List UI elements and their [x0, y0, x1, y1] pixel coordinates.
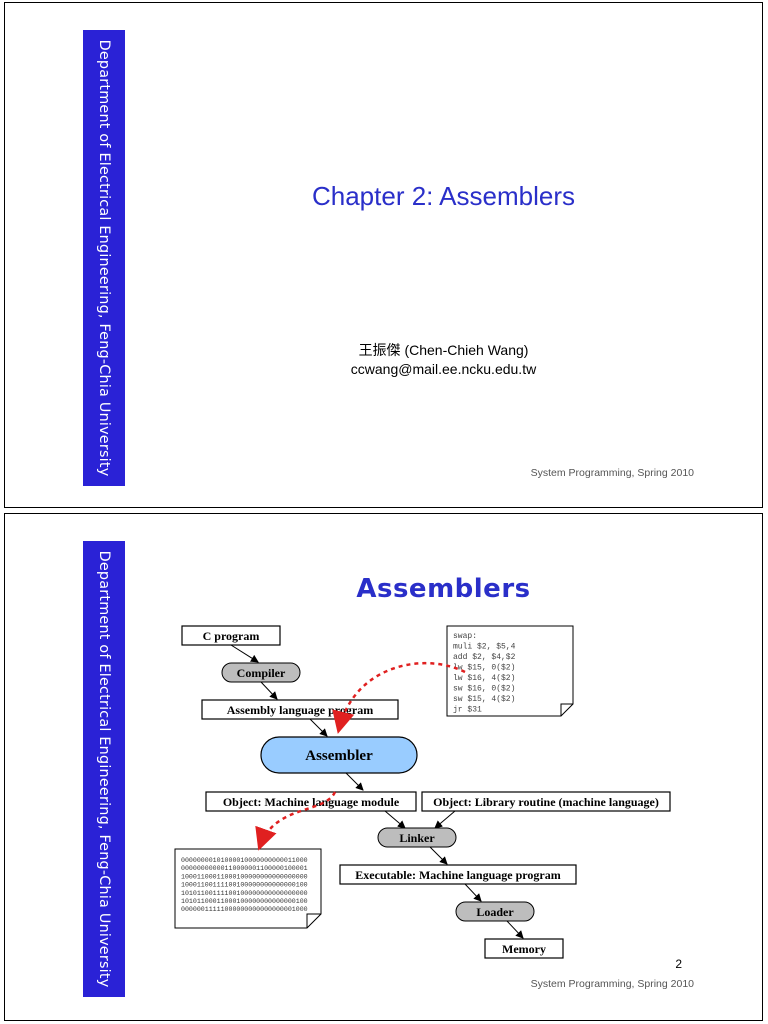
linker-pill — [377, 827, 457, 848]
arrow-assembly-to-assembler — [309, 718, 328, 737]
asm-code-line: swap: — [453, 632, 477, 641]
loader-pill — [455, 901, 535, 922]
slide-2: Department of Electrical Engineering, Fe… — [4, 513, 763, 1021]
memory-label: Memory — [502, 942, 546, 956]
slide-1: Department of Electrical Engineering, Fe… — [4, 2, 763, 508]
slide-title: Assemblers — [356, 574, 531, 604]
arrow-library-to-linker — [434, 810, 456, 829]
arrow-linker-to-executable — [429, 846, 448, 865]
footer-course: System Programming, Spring 2010 — [530, 978, 694, 990]
binary-code-line: 10101100111100100000000000000000 — [181, 890, 308, 897]
arrow-compiler-to-assembly — [260, 681, 278, 700]
assembler-node — [260, 736, 418, 774]
asm-code-line: lw $15, 0($2) — [453, 664, 515, 673]
sidebar-banner: Department of Electrical Engineering, Fe… — [83, 541, 125, 997]
compiler-label: Compiler — [237, 666, 286, 680]
sidebar-department-text: Department of Electrical Engineering, Fe… — [96, 39, 112, 477]
object-library-label: Object: Library routine (machine languag… — [433, 795, 659, 809]
binary-code-line: 10001100111100100000000000000100 — [181, 882, 308, 889]
memory-box — [484, 938, 564, 959]
loader-label: Loader — [476, 905, 514, 919]
author-name: 王振傑 (Chen-Chieh Wang) — [358, 342, 529, 358]
dashed-arrow-object-to-binary — [255, 791, 337, 851]
asm-code-line: add $2, $4,$2 — [453, 653, 516, 662]
page-number: 2 — [675, 957, 682, 971]
arrow-loader-to-memory — [506, 920, 524, 939]
assembler-flow-diagram: C program Compiler Assembly language pro… — [174, 625, 671, 959]
asm-code-line: sw $15, 4($2) — [453, 695, 515, 704]
binary-code-note: 0000000010100001000000000001100000000000… — [174, 848, 322, 929]
executable-label: Executable: Machine language program — [355, 868, 560, 882]
binary-code-line: 00000011111000000000000000001000 — [181, 906, 308, 913]
assembler-label: Assembler — [305, 748, 373, 764]
footer-course: System Programming, Spring 2010 — [530, 467, 694, 479]
asm-code-line: lw $16, 4($2) — [453, 674, 515, 683]
author-email: ccwang@mail.ee.ncku.edu.tw — [350, 361, 537, 377]
binary-code-line: 00000000101000010000000000011000 — [181, 857, 308, 864]
arrow-assembler-to-object — [345, 772, 364, 791]
dashed-arrow-code-to-assembler — [332, 661, 466, 734]
asm-code-line: sw $16, 0($2) — [453, 685, 515, 694]
slide-title: Chapter 2: Assemblers — [311, 181, 575, 211]
arrow-object-to-linker — [384, 810, 406, 829]
object-library-box — [421, 791, 671, 812]
object-machine-label: Object: Machine language module — [223, 795, 400, 809]
sidebar-banner: Department of Electrical Engineering, Fe… — [83, 30, 125, 486]
linker-label: Linker — [399, 831, 435, 845]
object-machine-box — [205, 791, 417, 812]
binary-code-line: 10101100011000100000000000000100 — [181, 898, 308, 905]
c-program-label: C program — [203, 629, 260, 643]
arrow-c-to-compiler — [230, 644, 259, 663]
assembly-program-label: Assembly language program — [227, 703, 373, 717]
asm-code-line: muli $2, $5,4 — [453, 643, 516, 652]
assembly-code-note: swap: muli $2, $5,4 add $2, $4,$2 lw $15… — [446, 625, 574, 717]
arrow-executable-to-loader — [464, 883, 482, 902]
author-block: 王振傑 (Chen-Chieh Wang) ccwang@mail.ee.nck… — [125, 341, 762, 379]
asm-code-line: jr $31 — [453, 706, 482, 715]
executable-box — [339, 864, 577, 885]
binary-code-line: 10001100011000100000000000000000 — [181, 873, 308, 880]
binary-code-line: 00000000000110000001100000100001 — [181, 865, 308, 872]
